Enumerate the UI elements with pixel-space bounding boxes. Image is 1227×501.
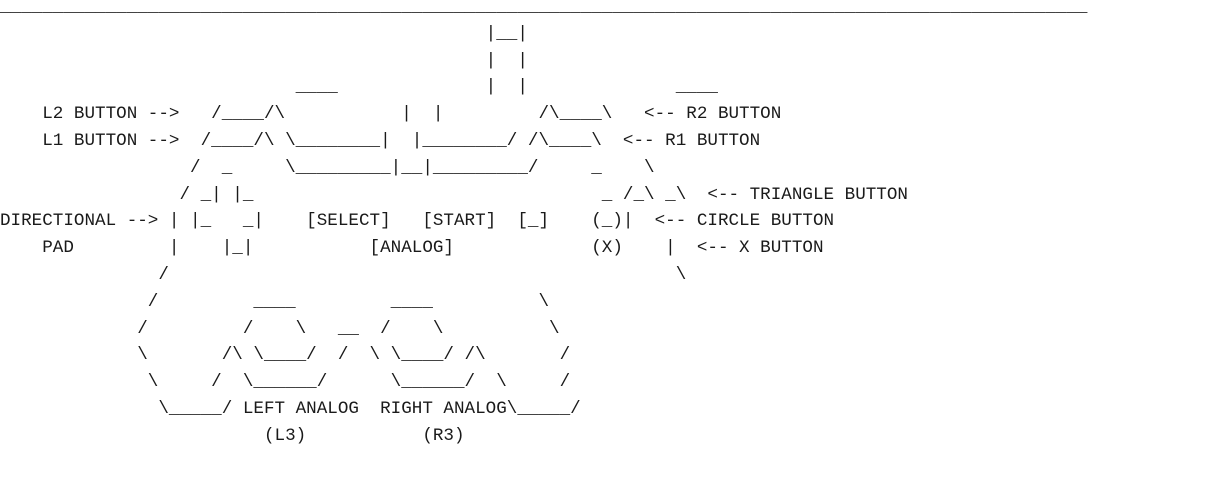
art-line-14: \ / \______/ \______/ \ / bbox=[0, 372, 571, 393]
art-line-12: / / \ __ / \ \ bbox=[0, 318, 560, 339]
art-line-10: / \ bbox=[0, 264, 687, 285]
l1-r1-button-line: L1 BUTTON --> /____/\ \________| |______… bbox=[0, 130, 761, 151]
analog-labels-line: \_____/ LEFT ANALOG RIGHT ANALOG\_____/ bbox=[0, 398, 581, 419]
art-line-1: |__| bbox=[0, 23, 528, 44]
top-border-line: ________________________________________… bbox=[0, 0, 1088, 17]
art-line-11: / ____ ____ \ bbox=[0, 291, 550, 312]
pad-analog-x-button-line: PAD | |_| [ANALOG] (X) | <-- X BUTTON bbox=[0, 238, 824, 259]
art-line-3: ____ | | ____ bbox=[0, 77, 718, 98]
triangle-button-line: / _| |_ _ /_\ _\ <-- TRIANGLE BUTTON bbox=[0, 184, 908, 205]
art-line-13: \ /\ \____/ / \ \____/ /\ / bbox=[0, 345, 571, 366]
art-line-2: | | bbox=[0, 50, 528, 71]
l3-r3-labels-line: (L3) (R3) bbox=[0, 425, 465, 446]
dpad-circle-select-start-line: DIRECTIONAL --> | |_ _| [SELECT] [START]… bbox=[0, 211, 835, 232]
l2-r2-button-line: L2 BUTTON --> /____/\ | | /\____\ <-- R2… bbox=[0, 104, 782, 125]
gamepad-ascii-diagram: ________________________________________… bbox=[0, 0, 1088, 446]
art-line-6: / _ \_________|__|_________/ _ \ bbox=[0, 157, 655, 178]
